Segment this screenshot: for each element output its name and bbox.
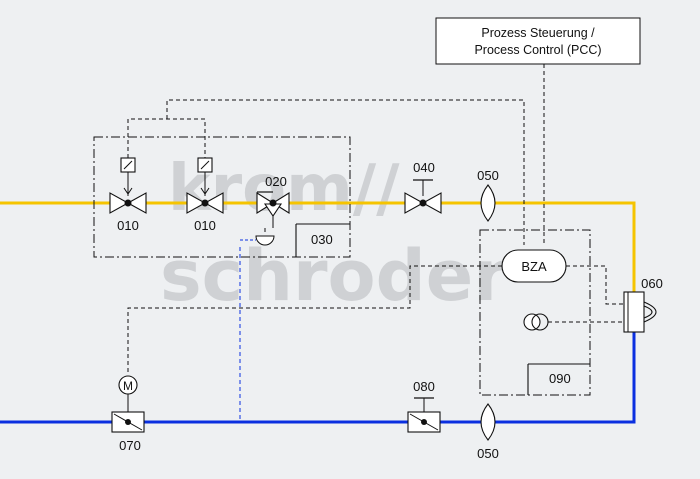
valve-070: M [111,375,145,433]
label-020: 020 [265,174,287,189]
process-control-line2: Process Control (PCC) [474,43,601,57]
label-060: 060 [641,276,663,291]
bza-group-boundary [479,229,591,396]
valve-body-icon [404,192,425,214]
pressure-sensor-icon [255,235,275,246]
label-030: 030 [311,232,333,247]
label-050-gas: 050 [477,168,499,183]
valve-020 [256,191,290,228]
regulator-icon [256,192,275,214]
label-040: 040 [413,160,435,175]
orifice-050-gas-icon [480,184,496,222]
label-bza: BZA [521,259,547,274]
valve-group-boundary [93,136,351,258]
label-080: 080 [413,379,435,394]
signal-bza-actuator [127,265,502,372]
valve-010-a [109,157,147,214]
valve-body-icon [186,192,207,214]
process-control-line1: Prozess Steuerung / [481,26,595,40]
valve-body-icon [109,192,130,214]
orifice-050-air-icon [480,403,496,441]
signal-to-bza [166,99,525,245]
air-line [0,332,636,424]
label-070: 070 [119,438,141,453]
burner-icon [623,291,645,333]
valve-080 [407,397,441,433]
burner-060 [623,291,657,333]
label-010-b: 010 [194,218,216,233]
label-050-air: 050 [477,446,499,461]
svg-text:M: M [123,379,133,393]
valve-010-b [186,157,224,214]
signal-bza-burner [566,265,624,305]
watermark-line2: schroder [160,235,508,317]
label-010-a: 010 [117,218,139,233]
label-090: 090 [549,371,571,386]
bza-controller [501,249,567,283]
valve-040 [404,179,442,214]
process-control-box [435,17,641,65]
